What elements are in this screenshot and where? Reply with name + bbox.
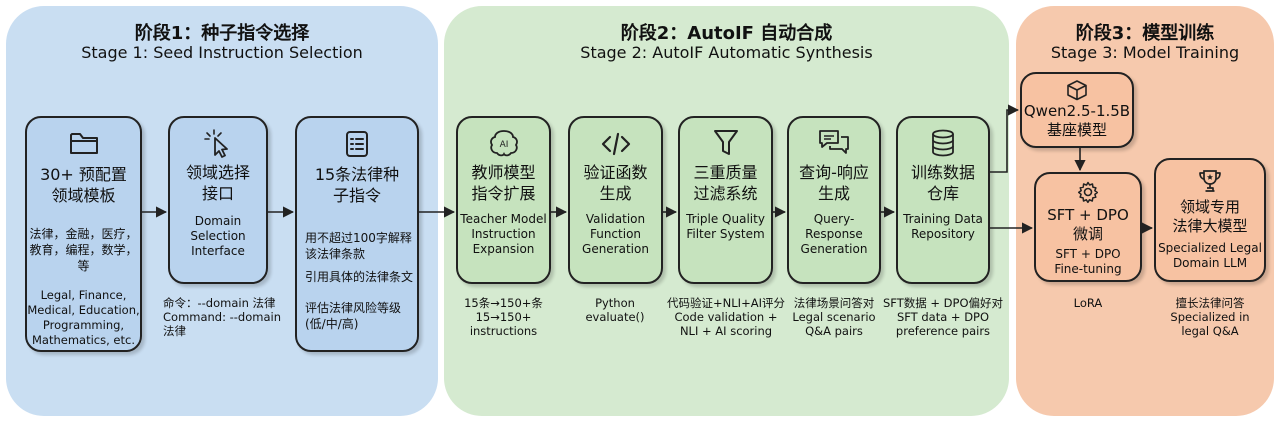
seed-item-2: 引用具体的法律条文 [305, 270, 414, 284]
quality-filter-title: 三重质量 过滤系统 [693, 163, 758, 203]
teacher-expansion-box: AI 教师模型 指令扩展 Teacher Model Instruction E… [456, 116, 551, 284]
stage2-title: 阶段2：AutoIF 自动合成 [620, 23, 833, 44]
seed-item-3: 评估法律风险等级 (低/中/高) [305, 301, 402, 331]
stage1-title: 阶段1：种子指令选择 [134, 23, 310, 44]
list-icon [346, 131, 368, 157]
seed-instructions-box: 15条法律种 子指令 用不超过100字解释 该法律条款 引用具体的法律条文 评估… [295, 116, 419, 352]
template-box: 30+ 预配置 领域模板 法律，金融，医疗， 教育，编程，数学， 等 Legal… [25, 116, 142, 352]
validation-function-title-en: Validation Function Generation [582, 212, 649, 256]
qa-note: 法律场景问答对 Legal scenario Q&A pairs [792, 296, 876, 338]
gear-icon [1077, 181, 1099, 204]
legal-llm-title-en: Specialized Legal Domain LLM [1158, 241, 1262, 270]
teacher-expansion-title: 教师模型 指令扩展 [471, 163, 536, 203]
training-data-title: 训练数据 仓库 [910, 163, 975, 203]
trophy-icon [1199, 170, 1221, 192]
cube-icon [1067, 80, 1087, 101]
domains-en: Legal, Finance, Medical, Education, Prog… [27, 288, 140, 347]
seed-item-1: 用不超过100字解释 该法律条款 [305, 231, 412, 261]
stage3-subtitle: Stage 3: Model Training [1050, 43, 1240, 62]
query-response-title: 查询-响应 生成 [799, 163, 869, 203]
stage2-subtitle: Stage 2: AutoIF Automatic Synthesis [580, 43, 873, 62]
chat-icon [819, 130, 849, 154]
validation-note: Python evaluate() [585, 296, 645, 324]
command-note: 命令：--domain 法律 Command: --domain 法律 [163, 296, 282, 338]
domain-selection-box: 领域选择 接口 Domain Selection Interface [168, 116, 268, 284]
quality-filter-title-en: Triple Quality Filter System [686, 212, 765, 241]
ai-brain-icon: AI [489, 130, 518, 157]
stage3-title: 阶段3：模型训练 [1075, 23, 1215, 44]
quality-filter-box: 三重质量 过滤系统 Triple Quality Filter System [678, 116, 773, 284]
training-data-box: 训练数据 仓库 Training Data Repository [896, 116, 990, 284]
sft-dpo-title: SFT + DPO 微调 [1047, 206, 1129, 243]
cursor-click-icon [204, 129, 228, 158]
lora-note: LoRA [1073, 296, 1103, 310]
validation-function-title: 验证函数 生成 [583, 163, 648, 203]
database-icon [932, 129, 954, 157]
template-title: 30+ 预配置 领域模板 [40, 165, 127, 205]
query-response-title-en: Query- Response Generation [800, 212, 868, 256]
legal-llm-title: 领域专用 法律大模型 [1172, 198, 1248, 235]
query-response-box: 查询-响应 生成 Query- Response Generation [787, 116, 881, 284]
folder-icon [69, 133, 98, 154]
stage1-subtitle: Stage 1: Seed Instruction Selection [81, 43, 363, 62]
expansion-note: 15条→150+条 15→150+ instructions [464, 296, 543, 338]
filter-icon [713, 130, 738, 155]
base-model-box: Qwen2.5-1.5B 基座模型 [1020, 72, 1134, 148]
domain-selection-title-en: Domain Selection Interface [190, 214, 246, 258]
legal-qa-note: 擅长法律问答 Specialized in legal Q&A [1170, 296, 1250, 338]
teacher-expansion-title-en: Teacher Model Instruction Expansion [460, 212, 547, 256]
code-icon [601, 132, 630, 156]
sft-dpo-title-en: SFT + DPO Fine-tuning [1054, 247, 1122, 276]
seed-instructions-title: 15条法律种 子指令 [314, 165, 400, 205]
domains-zh: 法律，金融，医疗， 教育，编程，数学， 等 [29, 227, 138, 273]
filter-note: 代码验证+NLI+AI评分 Code validation + NLI + AI… [667, 296, 785, 338]
domain-selection-title: 领域选择 接口 [185, 163, 250, 203]
legal-llm-box: 领域专用 法律大模型 Specialized Legal Domain LLM [1154, 158, 1266, 282]
data-note: SFT数据 + DPO偏好对 SFT data + DPO preference… [882, 296, 1004, 338]
validation-function-box: 验证函数 生成 Validation Function Generation [568, 116, 663, 284]
base-model-title: Qwen2.5-1.5B 基座模型 [1023, 102, 1131, 139]
svg-text:AI: AI [499, 140, 508, 150]
training-data-title-en: Training Data Repository [903, 212, 983, 241]
arrow-data-to-base [990, 104, 1020, 173]
sft-dpo-box: SFT + DPO 微调 SFT + DPO Fine-tuning [1034, 172, 1142, 282]
